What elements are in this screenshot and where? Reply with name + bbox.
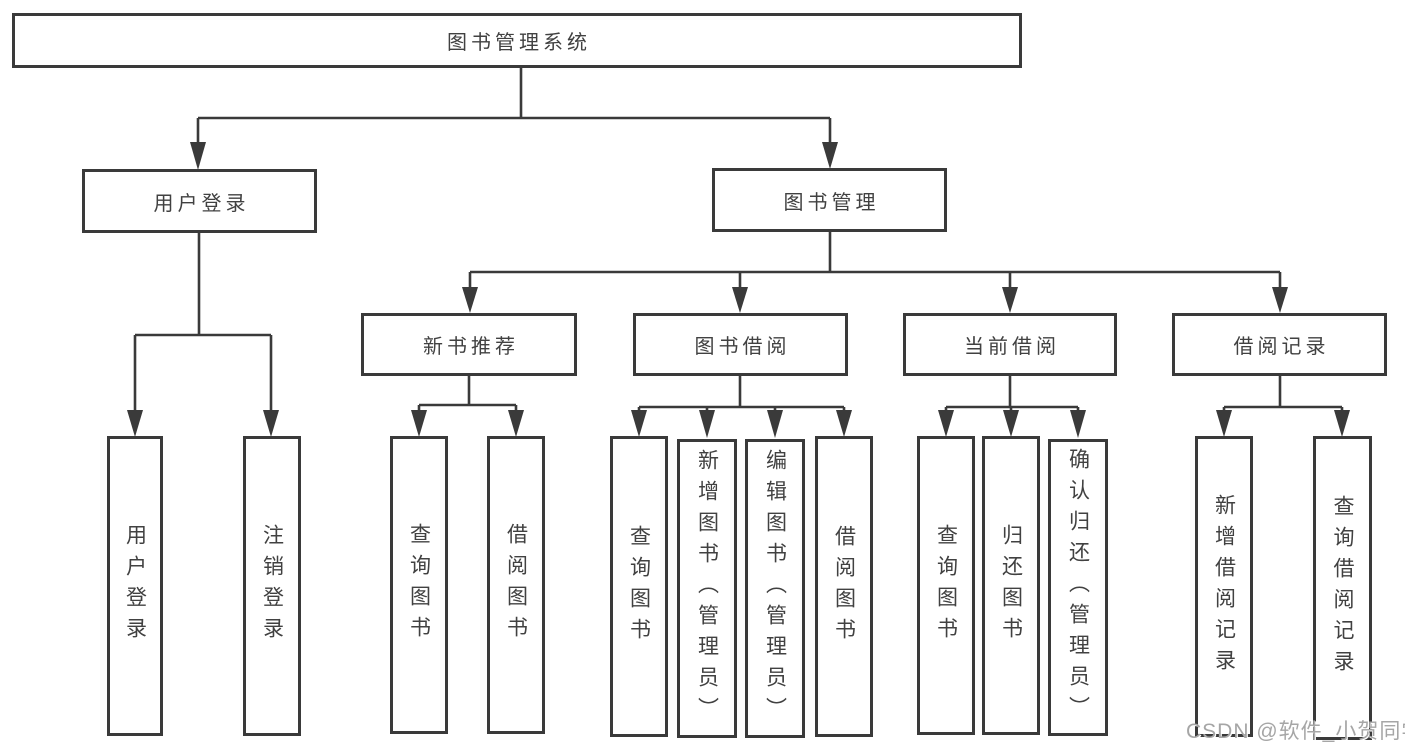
leaf-add-book-admin: 新增图书（管理员） (677, 439, 737, 738)
node-book-management: 图书管理 (712, 168, 947, 232)
leaf-confirm-return-admin: 确认归还（管理员） (1048, 439, 1108, 736)
leaf-return-book: 归还图书 (982, 436, 1040, 735)
leaf-borrow-book: 借阅图书 (815, 436, 873, 737)
csdn-watermark: CSDN @软件_小贺同学 (1186, 720, 1405, 743)
leaf-logout: 注销登录 (243, 436, 301, 736)
leaf-add-borrow-record: 新增借阅记录 (1195, 436, 1253, 737)
leaf-user-login: 用户登录 (107, 436, 163, 736)
leaf-borrow-book-recommend: 借阅图书 (487, 436, 545, 734)
leaf-query-book-current: 查询图书 (917, 436, 975, 735)
leaf-query-borrow-record: 查询借阅记录 (1313, 436, 1372, 740)
node-book-borrow: 图书借阅 (633, 313, 848, 376)
node-borrow-record: 借阅记录 (1172, 313, 1387, 376)
arrowheads (127, 142, 1350, 438)
node-new-book-recommend: 新书推荐 (361, 313, 577, 376)
node-current-borrow: 当前借阅 (903, 313, 1117, 376)
leaf-query-book-borrow: 查询图书 (610, 436, 668, 737)
node-root-system: 图书管理系统 (12, 13, 1022, 68)
leaf-query-book-recommend: 查询图书 (390, 436, 448, 734)
leaf-edit-book-admin: 编辑图书（管理员） (745, 439, 805, 738)
node-user-login: 用户登录 (82, 169, 317, 233)
